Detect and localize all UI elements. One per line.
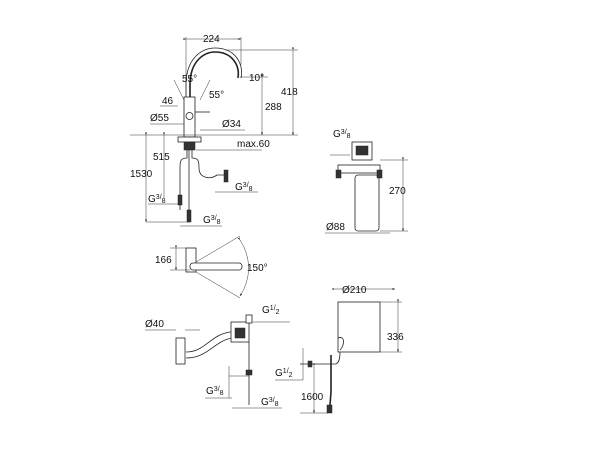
spout-arc bbox=[189, 51, 240, 97]
boiler-tank bbox=[337, 301, 381, 353]
thread-left: G3/8 bbox=[148, 194, 166, 205]
dim-418: 418 bbox=[281, 87, 298, 98]
filter-cartridge bbox=[354, 174, 380, 232]
boiler-dia-210: Ø210 bbox=[342, 285, 367, 296]
lever-pivot bbox=[185, 112, 194, 120]
filter-unit: G3/8 270 Ø88 bbox=[325, 129, 408, 234]
valve-thread-top: G1/2 bbox=[262, 305, 280, 316]
boiler-thread: G1/2 bbox=[275, 368, 293, 379]
valve-thread-mid: G3/8 bbox=[206, 386, 224, 397]
valve-thread-bottom: G3/8 bbox=[261, 397, 279, 408]
thread-bottom: G3/8 bbox=[203, 215, 221, 226]
faucet-top-view: 150° 166 bbox=[155, 235, 268, 299]
dia-55: Ø55 bbox=[150, 113, 169, 124]
drain-connector bbox=[175, 337, 186, 365]
faucet-body bbox=[183, 96, 196, 138]
dim-1530: 1530 bbox=[130, 169, 153, 180]
faucet-side-view: 224 418 288 10° 55° 55° 46 Ø55 Ø34 max.6… bbox=[130, 34, 298, 227]
angle-55-left: 55° bbox=[182, 74, 197, 85]
angle-55-right: 55° bbox=[209, 90, 224, 101]
filter-height-270: 270 bbox=[389, 186, 406, 197]
dim-46: 46 bbox=[162, 96, 174, 107]
max-60: max.60 bbox=[237, 139, 270, 150]
dim-166: 166 bbox=[155, 255, 172, 266]
spout-top bbox=[189, 262, 243, 271]
dim-288: 288 bbox=[265, 102, 282, 113]
dim-224: 224 bbox=[203, 34, 220, 45]
boiler-unit: Ø210 336 G1/2 1600 bbox=[275, 285, 404, 414]
dim-515: 515 bbox=[153, 152, 170, 163]
valve-dia-40: Ø40 bbox=[145, 319, 164, 330]
boiler-len-1600: 1600 bbox=[301, 392, 324, 403]
angle-10: 10° bbox=[249, 73, 264, 84]
filter-dia-88: Ø88 bbox=[326, 222, 345, 233]
filter-thread: G3/8 bbox=[333, 129, 351, 140]
dia-34: Ø34 bbox=[222, 119, 241, 130]
angle-150: 150° bbox=[247, 263, 268, 274]
thread-right: G3/8 bbox=[235, 182, 253, 193]
boiler-height-336: 336 bbox=[387, 332, 404, 343]
valve-assembly: Ø40 G1/2 G3/8 G3/8 bbox=[145, 305, 290, 409]
